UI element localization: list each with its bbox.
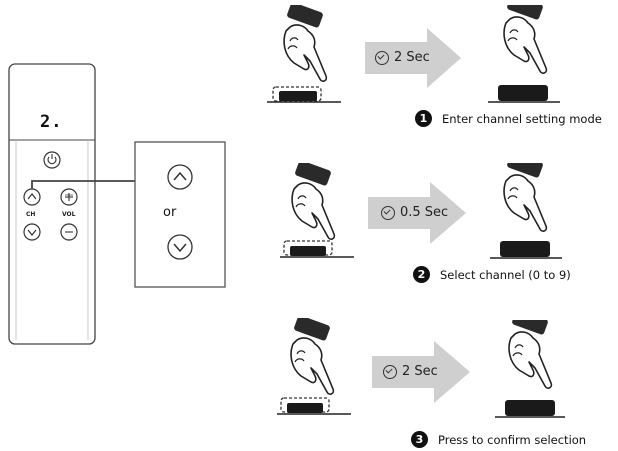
callout-channel-down-button <box>167 234 193 260</box>
or-label: or <box>163 205 177 220</box>
step-2-number: 2 <box>413 266 430 283</box>
remote-display: 2. <box>40 112 63 132</box>
volume-down-button[interactable] <box>60 223 78 241</box>
hand-pressing-button-icon <box>265 5 345 105</box>
clock-icon <box>381 205 395 220</box>
hand-pressing-button-icon <box>278 163 358 263</box>
channel-up-button[interactable] <box>23 188 41 206</box>
hand-released-icon <box>480 5 560 105</box>
clock-icon <box>375 50 389 65</box>
step-2-duration: 0.5 Sec <box>381 205 448 220</box>
step-3-duration: 2 Sec <box>383 364 438 379</box>
remote-body <box>8 63 96 345</box>
step-3: 3 Press to confirm selection <box>411 431 586 448</box>
hand-released-icon <box>485 320 565 420</box>
step-1: 1 Enter channel setting mode <box>415 110 602 127</box>
clock-icon <box>383 364 397 379</box>
step-2-caption: Select channel (0 to 9) <box>440 267 571 282</box>
step-1-caption: Enter channel setting mode <box>442 111 602 126</box>
right-arrow-icon <box>372 341 472 403</box>
step-3-duration-text: 2 Sec <box>402 364 438 379</box>
step-2-duration-text: 0.5 Sec <box>400 205 449 220</box>
callout-box <box>134 141 226 288</box>
vol-label: VOL <box>62 211 76 218</box>
step-3-caption: Press to confirm selection <box>438 432 587 447</box>
callout-connector <box>31 180 135 189</box>
hand-pressing-button-icon <box>275 318 355 418</box>
ch-label: CH <box>26 211 36 218</box>
step-1-duration: 2 Sec <box>375 50 430 65</box>
channel-down-button[interactable] <box>23 223 41 241</box>
step-2: 2 Select channel (0 to 9) <box>413 266 571 283</box>
step-1-number: 1 <box>415 110 432 127</box>
callout-channel-up-button <box>167 164 193 190</box>
power-button[interactable] <box>43 151 61 169</box>
step-1-duration-text: 2 Sec <box>394 50 430 65</box>
right-arrow-icon <box>365 28 465 88</box>
right-arrow-icon <box>368 182 468 244</box>
hand-released-icon <box>482 163 562 263</box>
volume-up-button[interactable] <box>60 188 78 206</box>
step-3-number: 3 <box>411 431 428 448</box>
